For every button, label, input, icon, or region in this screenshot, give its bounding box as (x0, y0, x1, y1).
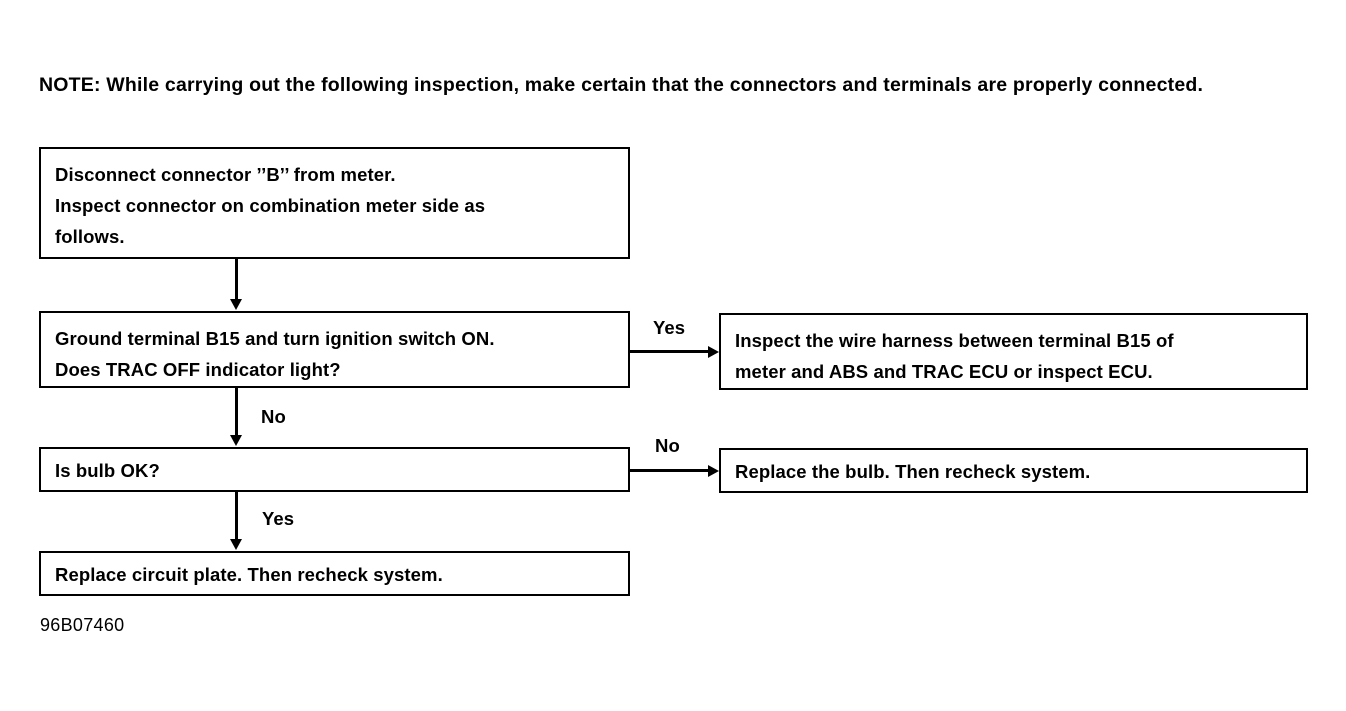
flow-box-line: Does TRAC OFF indicator light? (55, 359, 341, 380)
flow-box-line: Inspect connector on combination meter s… (55, 195, 486, 216)
arrow-right-icon (708, 345, 719, 358)
branch-label-ground-no: No (261, 406, 286, 427)
connector-bulb-yes (235, 492, 238, 541)
flow-box-line: follows. (55, 226, 125, 247)
arrow-right-icon (708, 464, 719, 477)
flow-box-inspect-harness: Inspect the wire harness between termina… (719, 313, 1308, 390)
flow-box-replace-bulb: Replace the bulb. Then recheck system. (719, 448, 1308, 493)
connector-ground-no (235, 388, 238, 437)
flow-box-disconnect-connector: Disconnect connector ’’B’’ from meter. I… (39, 147, 630, 259)
flow-box-ground-terminal: Ground terminal B15 and turn ignition sw… (39, 311, 630, 388)
connector-bulb-no (630, 469, 710, 472)
flow-box-line: Replace circuit plate. Then recheck syst… (55, 564, 443, 585)
note-paragraph: NOTE: While carrying out the following i… (39, 70, 1309, 100)
flow-box-replace-circuit-plate: Replace circuit plate. Then recheck syst… (39, 551, 630, 596)
flow-box-line: Replace the bulb. Then recheck system. (735, 461, 1091, 482)
flow-box-line: Ground terminal B15 and turn ignition sw… (55, 328, 495, 349)
branch-label-bulb-no: No (655, 435, 680, 456)
arrow-down-icon (230, 299, 242, 310)
arrow-down-icon (230, 539, 242, 550)
connector-disconnect-to-ground (235, 259, 238, 301)
flow-box-line: meter and ABS and TRAC ECU or inspect EC… (735, 361, 1153, 382)
arrow-down-icon (230, 435, 242, 446)
note-label: NOTE: (39, 74, 101, 96)
branch-label-ground-yes: Yes (653, 317, 686, 338)
figure-id-label: 96B07460 (40, 615, 125, 635)
note-text: While carrying out the following inspect… (106, 74, 1204, 96)
flow-box-line: Is bulb OK? (55, 460, 160, 481)
flow-box-line: Disconnect connector ’’B’’ from meter. (55, 164, 396, 185)
branch-label-bulb-yes: Yes (262, 508, 295, 529)
flow-box-is-bulb-ok: Is bulb OK? (39, 447, 630, 492)
connector-ground-yes (630, 350, 710, 353)
flow-box-line: Inspect the wire harness between termina… (735, 330, 1174, 351)
